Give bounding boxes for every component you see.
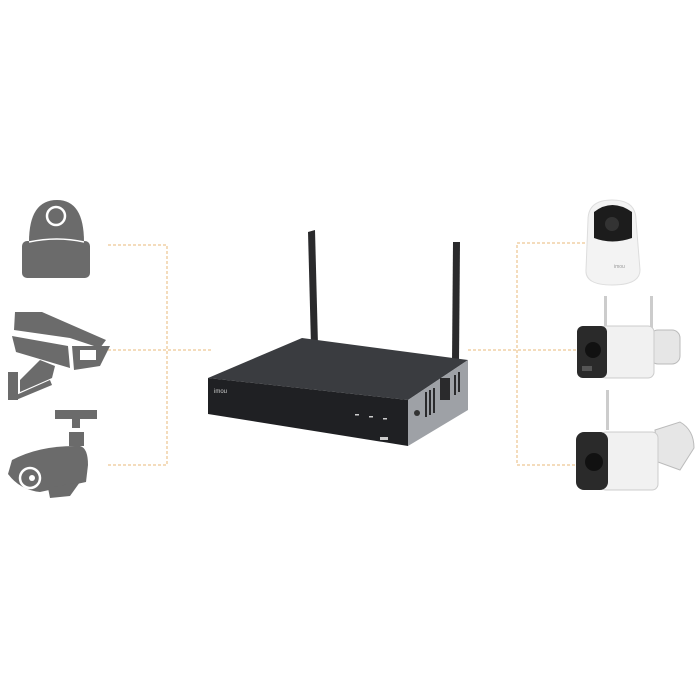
wifi-bullet-camera-siren [577,296,681,379]
bullet-camera-icon [8,410,97,498]
dome-camera-icon [22,200,90,278]
connector-lines [108,242,585,466]
wifi-bullet-camera [576,390,695,491]
antenna-right [452,242,460,362]
nvr-logo: imou [214,389,227,395]
pan-tilt-indoor-camera: imou [585,199,641,286]
box-camera-icon [8,312,110,400]
antenna-left [308,230,318,346]
wireless-nvr: imou [208,230,468,446]
camera-logo: imou [614,264,625,270]
